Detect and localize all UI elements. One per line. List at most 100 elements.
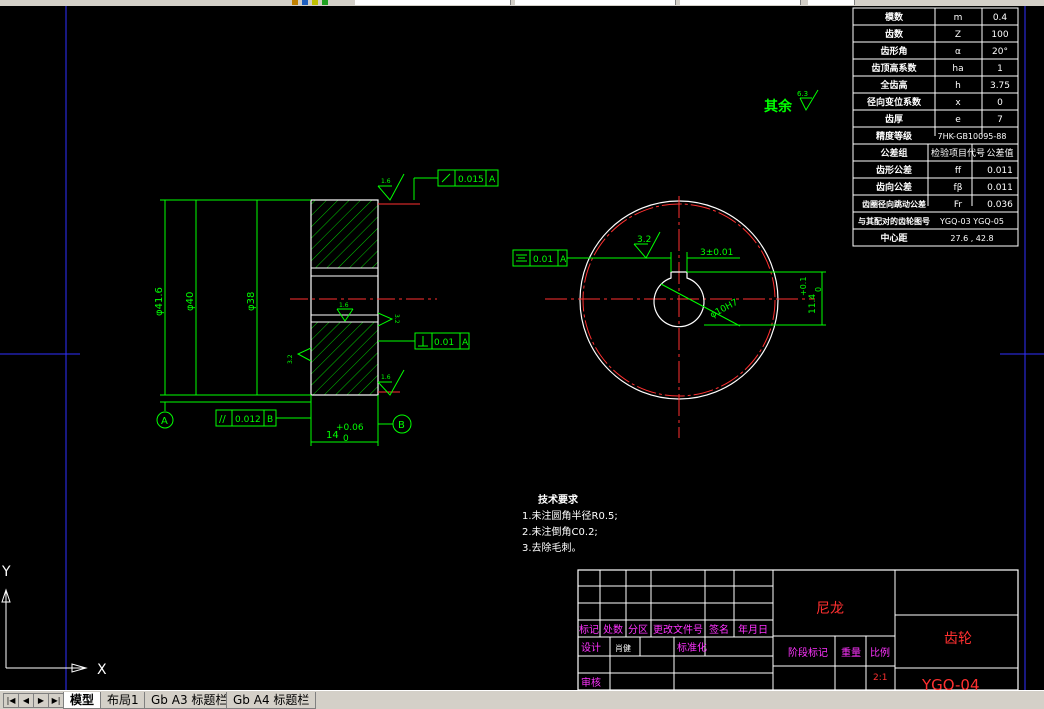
drawing-number: YGQ-04 xyxy=(921,676,980,690)
svg-text:B: B xyxy=(267,415,273,425)
toolbar-icon[interactable] xyxy=(322,0,328,5)
design-label: 设计 xyxy=(581,641,601,654)
svg-text:0: 0 xyxy=(814,287,823,292)
svg-text:0.012: 0.012 xyxy=(235,415,261,425)
next-tab-button[interactable]: ▶ xyxy=(33,693,49,708)
svg-text:+0.06: +0.06 xyxy=(336,423,364,433)
rest-roughness-note: 其余 6.3 xyxy=(764,89,819,115)
param-value: 0.011 xyxy=(987,166,1013,176)
tab-gb-a3[interactable]: Gb A3 标题栏 xyxy=(144,692,235,709)
dim-diameter-40: φ40 xyxy=(185,292,196,311)
svg-text:3.2: 3.2 xyxy=(287,354,294,364)
param-value: 0 xyxy=(997,98,1003,108)
param-value: 0.4 xyxy=(993,13,1008,23)
param-value: 7 xyxy=(997,115,1003,125)
toolbar-icon[interactable] xyxy=(302,0,308,5)
svg-text:3.2: 3.2 xyxy=(393,314,400,324)
title-block[interactable]: 标记处数分区更改文件号签名年月日 设计 肖健 标准化 审核 阶段标记 重量 比例… xyxy=(577,569,1019,690)
svg-text:0.015: 0.015 xyxy=(458,175,484,185)
note-line: 2.未注倒角C0.2; xyxy=(522,525,598,538)
title-block-header: 分区 xyxy=(628,624,648,636)
dim-diameter-41-6: φ41.6 xyxy=(154,287,165,316)
tab-layout1[interactable]: 布局1 xyxy=(100,692,146,709)
title-block-header: 处数 xyxy=(603,623,623,636)
param-value: 公差值 xyxy=(986,147,1013,159)
svg-text:1.6: 1.6 xyxy=(381,178,391,185)
param-name: 径向变位系数 xyxy=(867,96,922,108)
layout-tab-bar: |◀ ◀ ▶ ▶| 模型 布局1 Gb A3 标题栏 Gb A4 标题栏 xyxy=(0,690,1044,709)
param-value: 1 xyxy=(997,64,1003,74)
param-value: 0.011 xyxy=(987,183,1013,193)
color-dropdown[interactable] xyxy=(515,0,676,5)
svg-text:A: A xyxy=(161,416,168,427)
param-name: 齿数 xyxy=(885,28,904,40)
title-block-header: 年月日 xyxy=(738,623,768,636)
param-symbol: ha xyxy=(952,64,963,74)
param-name: 模数 xyxy=(885,11,904,23)
review-label: 审核 xyxy=(581,676,601,689)
prev-tab-button[interactable]: ◀ xyxy=(18,693,34,708)
param-symbol: Z xyxy=(955,30,961,40)
part-name: 齿轮 xyxy=(944,631,972,647)
param-symbol: e xyxy=(955,115,961,125)
toolbar-icon[interactable] xyxy=(312,0,318,5)
first-tab-button[interactable]: |◀ xyxy=(3,693,19,708)
svg-text:+0.1: +0.1 xyxy=(799,277,808,296)
param-value: 100 xyxy=(991,30,1008,40)
rest-label: 其余 xyxy=(764,98,793,115)
svg-text:B: B xyxy=(398,420,405,431)
param-value: YGQ-03 YGQ-05 xyxy=(939,217,1004,226)
param-symbol: 检验项目代号 xyxy=(931,147,985,159)
param-name: 全齿高 xyxy=(879,79,907,91)
scale-value: 2:1 xyxy=(873,673,887,683)
svg-text:1.6: 1.6 xyxy=(381,374,391,381)
param-symbol: α xyxy=(955,47,961,57)
designer-name: 肖健 xyxy=(615,643,631,653)
dim-key-width: 3±0.01 xyxy=(700,248,733,258)
weight-label: 重量 xyxy=(841,646,861,659)
param-name: 公差组 xyxy=(880,147,907,159)
param-symbol: m xyxy=(954,13,963,23)
lineweight-dropdown[interactable] xyxy=(808,0,855,5)
param-name: 齿顶高系数 xyxy=(871,62,917,74)
datum-a-symbol xyxy=(156,411,174,429)
param-name: 齿圈径向跳动公差 xyxy=(862,199,926,209)
top-toolbar-strip xyxy=(0,0,1044,6)
param-name: 齿厚 xyxy=(885,113,903,125)
tab-model[interactable]: 模型 xyxy=(63,692,102,709)
svg-text:A: A xyxy=(560,255,567,265)
technical-requirements: 技术要求 1.未注圆角半径R0.5; 2.未注倒角C0.2; 3.去除毛刺。 xyxy=(522,493,618,554)
param-symbol: ff xyxy=(955,166,962,176)
param-symbol: h xyxy=(955,81,961,91)
param-symbol: Fr xyxy=(954,200,963,210)
stage-mark-label: 阶段标记 xyxy=(788,646,828,659)
dim-diameter-38: φ38 xyxy=(246,292,257,311)
ucs-x-label: X xyxy=(97,662,107,678)
svg-text://: // xyxy=(219,414,226,425)
gear-front-view[interactable]: 0.01 A 3±0.01 3.2 11.4 +0.1 0 φ10H7 xyxy=(512,196,826,438)
param-value: 20° xyxy=(992,47,1008,57)
param-symbol: fβ xyxy=(954,183,963,193)
last-tab-button[interactable]: ▶| xyxy=(48,693,64,708)
title-block-header: 标记 xyxy=(579,624,599,636)
material-value: 尼龙 xyxy=(816,601,844,617)
title-block-header: 签名 xyxy=(709,623,729,636)
svg-text:1.6: 1.6 xyxy=(339,302,349,309)
gear-section-view[interactable]: φ41.6 φ40 φ38 A // 0.012 B 14 +0.06 0 B … xyxy=(154,169,499,446)
tab-gb-a4[interactable]: Gb A4 标题栏 xyxy=(226,692,317,709)
svg-text:A: A xyxy=(462,338,469,348)
param-value: 27.6 , 42.8 xyxy=(950,234,993,243)
param-symbol: x xyxy=(955,98,961,108)
param-name: 精度等级 xyxy=(876,130,913,142)
standard-label: 标准化 xyxy=(677,641,707,654)
toolbar-icon[interactable] xyxy=(292,0,298,5)
svg-text:3.2: 3.2 xyxy=(637,235,651,245)
param-value: 7HK-GB10095-88 xyxy=(938,132,1007,141)
linetype-dropdown[interactable] xyxy=(680,0,801,5)
rest-roughness-value: 6.3 xyxy=(797,90,808,98)
ucs-y-label: Y xyxy=(1,564,11,580)
param-name: 齿形角 xyxy=(880,45,907,57)
layer-dropdown[interactable] xyxy=(355,0,511,5)
